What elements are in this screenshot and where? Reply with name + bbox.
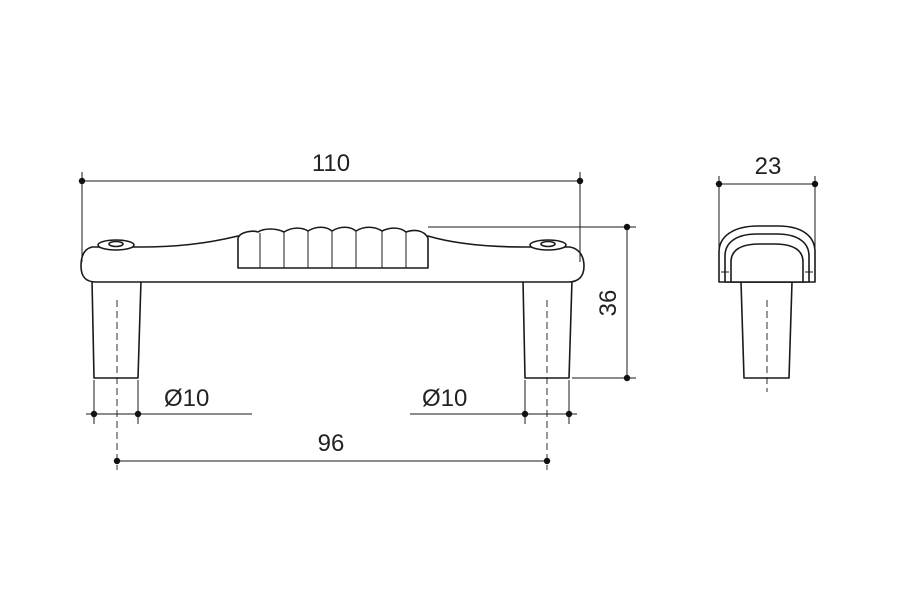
right-end-cap-inner: [540, 240, 556, 248]
dimension-width: 23: [715, 153, 819, 262]
dimension-height: 36: [428, 223, 636, 382]
width-label: 23: [755, 153, 782, 180]
side-head-inner: [730, 243, 804, 283]
left-leg: [91, 279, 142, 379]
left-end-cap-inner: [108, 240, 124, 248]
side-leg: [740, 281, 793, 379]
dimension-hole-spacing: 96: [113, 430, 551, 465]
height-label: 36: [595, 290, 622, 317]
hole-spacing-label: 96: [318, 430, 345, 457]
ribbed-grip: [237, 226, 429, 269]
front-view: [80, 226, 585, 470]
right-leg: [522, 279, 573, 379]
dimension-left-diameter: Ø10: [86, 380, 252, 424]
right-diameter-label: Ø10: [422, 385, 467, 412]
dimension-overall-length: 110: [78, 150, 584, 262]
dimension-right-diameter: Ø10: [410, 380, 577, 424]
side-view: [718, 225, 816, 392]
overall-length-label: 110: [312, 150, 350, 177]
left-diameter-label: Ø10: [164, 385, 209, 412]
